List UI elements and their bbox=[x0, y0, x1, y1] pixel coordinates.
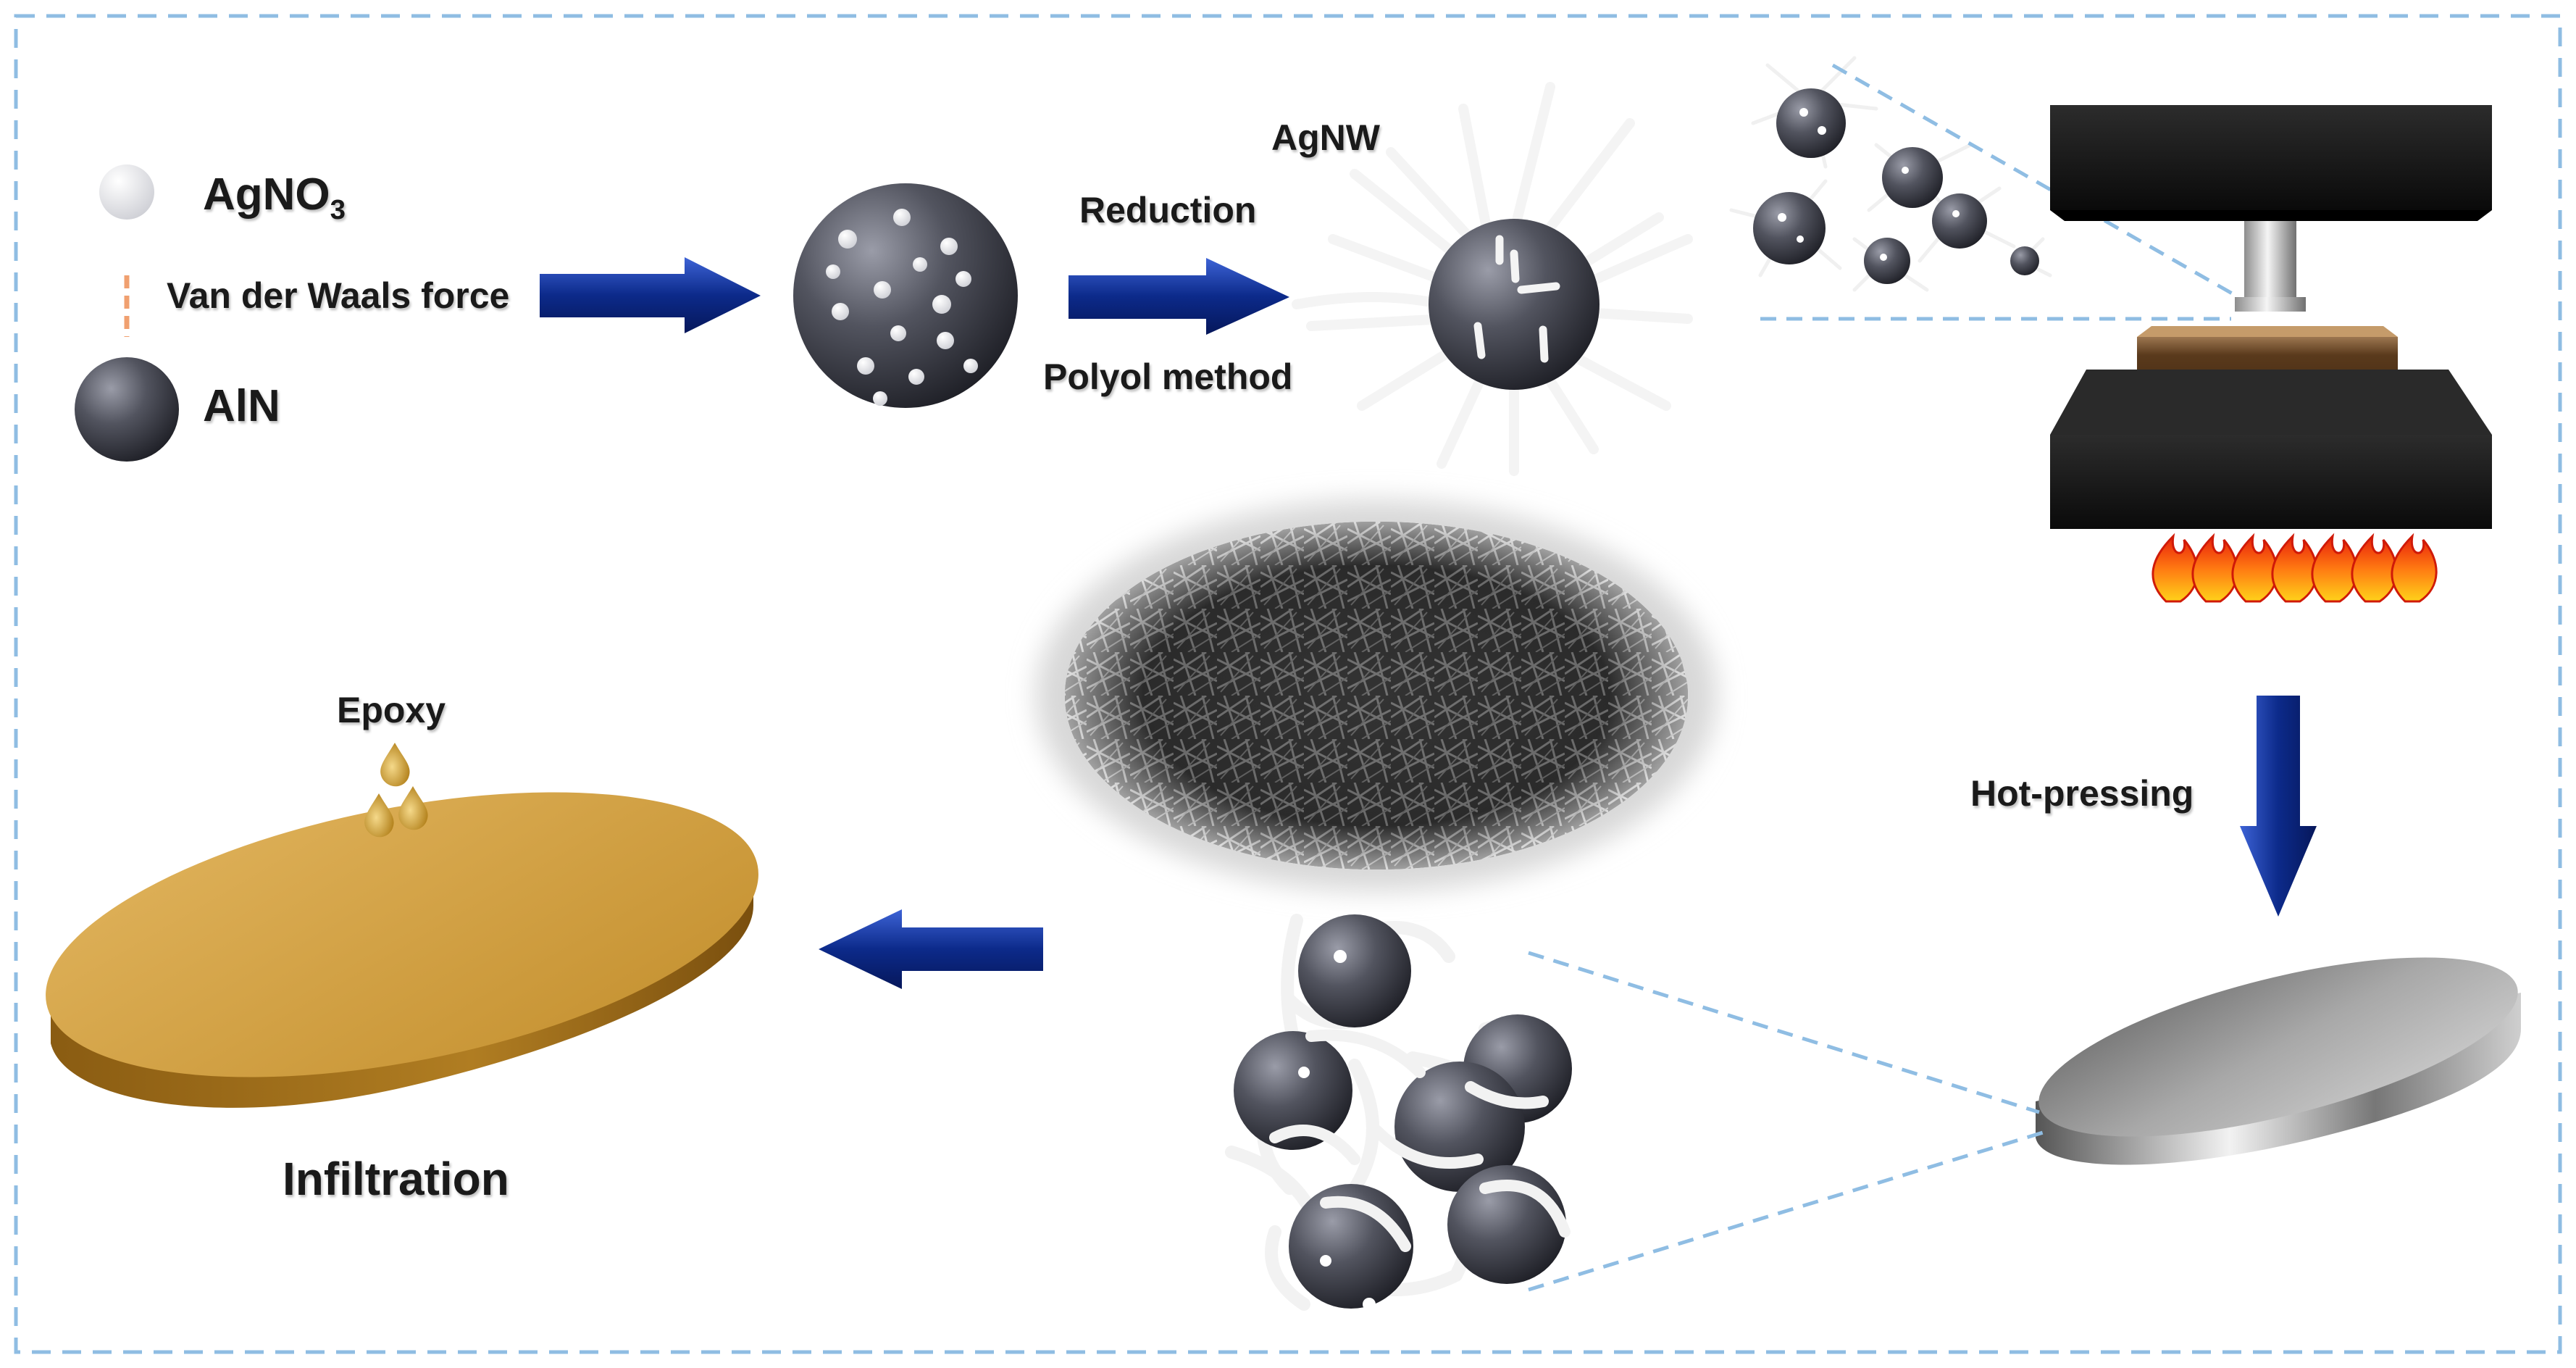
aln-agnw-network bbox=[1225, 914, 1572, 1311]
zoom-guide-lines-bottom bbox=[1528, 951, 2051, 1292]
block-arrow-icon bbox=[819, 909, 1043, 989]
gold-composite-disc bbox=[46, 792, 758, 1108]
agno3-label-main: AgNO bbox=[203, 170, 330, 220]
block-arrow-icon bbox=[2240, 696, 2317, 917]
agno3-particle-icon bbox=[99, 164, 154, 220]
agno3-label-subscript: 3 bbox=[330, 194, 346, 226]
polyol-method-label: Polyol method bbox=[1043, 356, 1293, 397]
silver-composite-disc bbox=[2036, 957, 2521, 1165]
agnw-label: AgNW bbox=[1271, 117, 1380, 158]
flame-icon bbox=[2151, 533, 2438, 603]
aln-sphere-icon bbox=[75, 357, 179, 462]
infiltration-label: Infiltration bbox=[283, 1153, 509, 1205]
vdw-force-label: Van der Waals force bbox=[167, 275, 510, 316]
sem-micrograph bbox=[1036, 500, 1717, 891]
agnw-sphere-cluster bbox=[1729, 56, 2052, 292]
zoom-guide-lines-top bbox=[1760, 63, 2240, 321]
seeded-aln-sphere bbox=[793, 183, 1018, 408]
reduction-label: Reduction bbox=[1079, 190, 1257, 230]
agnw-decorated-sphere bbox=[1292, 82, 1693, 476]
block-arrow-icon bbox=[1069, 258, 1289, 335]
hot-pressing-label: Hot-pressing bbox=[1970, 773, 2194, 814]
block-arrow-icon bbox=[540, 257, 761, 333]
aln-label: AlN bbox=[203, 381, 280, 431]
agno3-label: AgNO3 bbox=[203, 170, 346, 225]
droplet-icon bbox=[364, 743, 428, 838]
hot-press-icon bbox=[2050, 105, 2492, 529]
legend bbox=[75, 164, 179, 462]
dashed-border-frame bbox=[14, 14, 2562, 1354]
epoxy-label: Epoxy bbox=[337, 690, 446, 730]
